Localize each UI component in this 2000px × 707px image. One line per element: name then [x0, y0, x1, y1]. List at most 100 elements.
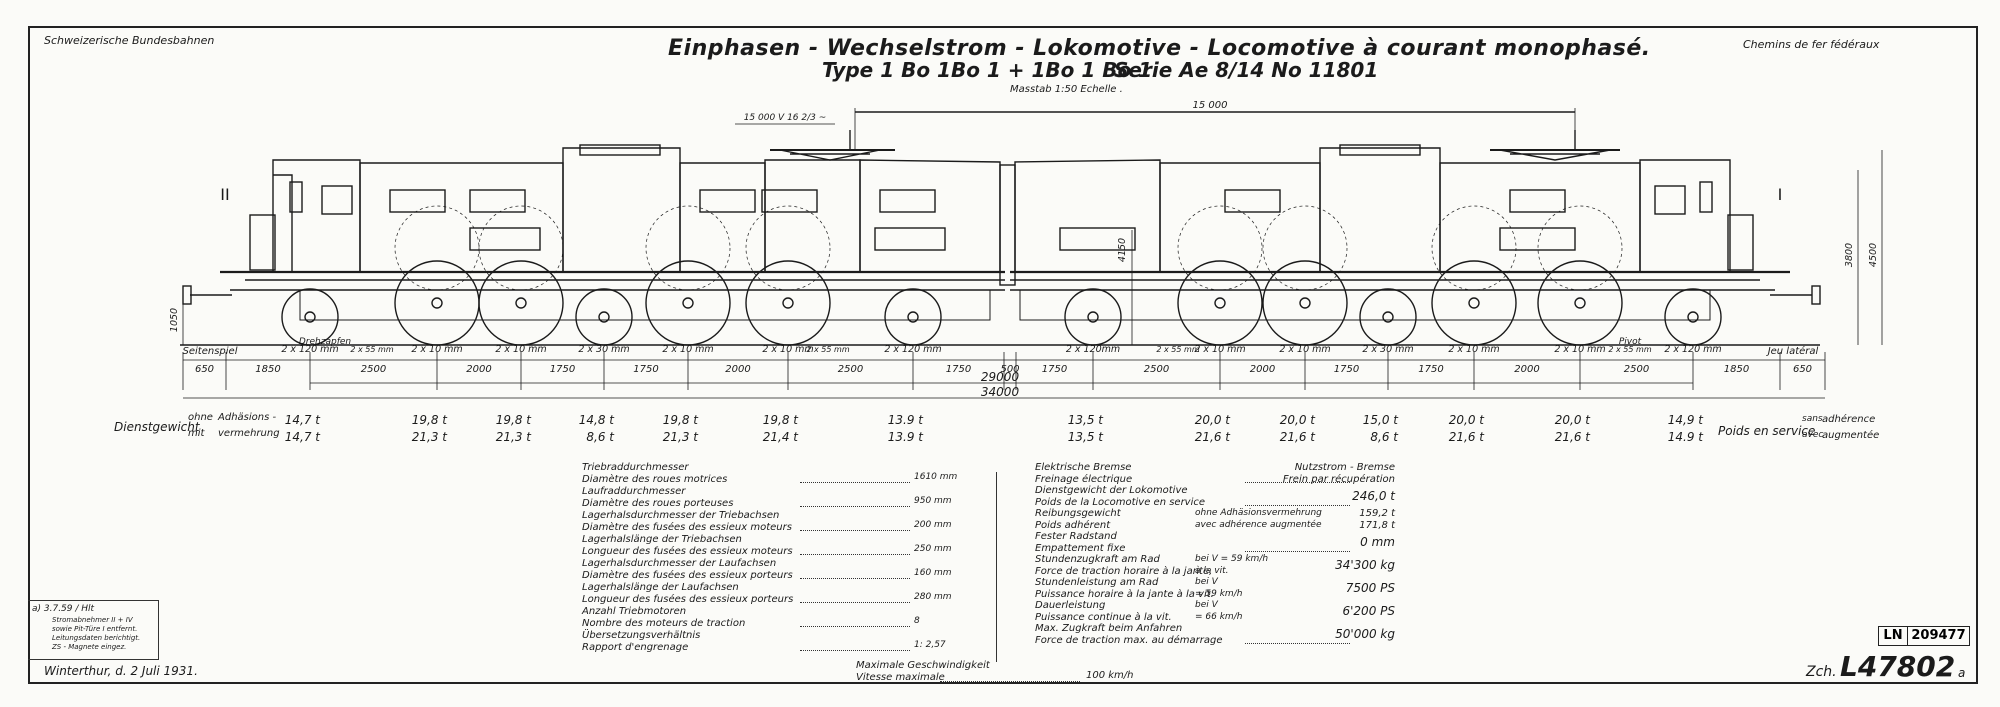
revision-date: a) 3.7.59 / Hlt [32, 604, 95, 614]
weight-with: 21,6 t [1194, 430, 1230, 444]
axle-play-label: 2 x 10 mm [495, 344, 546, 355]
driving-wheel [1262, 260, 1348, 346]
spec-value: 200 mm [914, 520, 952, 530]
spec-value: 950 mm [914, 496, 952, 506]
spec-value-secondary: Frein par récupération [1282, 473, 1395, 485]
spec-leader [1245, 482, 1350, 483]
spec-condition-de: bei V = 59 km/h [1195, 554, 1269, 564]
speed-label: Maximale Geschwindigkeit Vitesse maximal… [856, 660, 990, 683]
spec-value: 250 mm [914, 544, 952, 554]
weight-without: 19,8 t [662, 413, 698, 427]
weight-with: 14,7 t [284, 430, 320, 444]
ln-number: 209477 [1911, 628, 1966, 643]
carrier-wheel [1664, 288, 1722, 346]
carrier-wheel [1064, 288, 1122, 346]
weight-without: 20,0 t [1554, 413, 1590, 427]
pivot-play-label: 2 x 55 mm [806, 345, 849, 354]
speed-value: 100 km/h [1086, 670, 1134, 681]
pivot-play-label: 2 x 55 mm [350, 345, 393, 354]
axle-spacing: 1750 [946, 364, 971, 375]
axle-play-label: 2 x 120 mm [281, 344, 338, 355]
spec-condition-fr: avec adhérence augmentée [1195, 519, 1322, 530]
axle-spacing: 1750 [1334, 364, 1359, 375]
weight-without: 14,7 t [284, 413, 320, 427]
spec-condition-fr: = 66 km/h [1195, 611, 1243, 622]
wheel-hub [1382, 311, 1394, 323]
weight-without: 13,5 t [1067, 413, 1103, 427]
jeu-lateral-label: Jeu latéral [1766, 345, 1819, 357]
weight-without: 14,8 t [578, 413, 614, 427]
spec-label-de: Anzahl Triebmotoren [582, 606, 687, 617]
dimension-29000: 29000 [981, 370, 1020, 384]
end-mark-II: II [220, 185, 229, 204]
weight-without: 19,8 t [495, 413, 531, 427]
driving-wheel [1431, 260, 1517, 346]
zch-label: Zch. [1806, 664, 1837, 680]
spec-label-fr: Longueur des fusées des essieux moteurs [582, 545, 793, 557]
wheel-hub [1299, 297, 1311, 309]
weight-with: 14.9 t [1667, 430, 1703, 444]
spec-value: 34'300 kg [1275, 558, 1395, 572]
pantograph-left [770, 130, 895, 161]
axle-play-label: 2 x 10 mm [1279, 344, 1330, 355]
spec-leader [800, 530, 910, 531]
wheel-hub [1214, 297, 1226, 309]
spec-label-de: Max. Zugkraft beim Anfahren [1035, 623, 1183, 634]
axle-play-label: 2 x 120 mm [1664, 344, 1721, 355]
spec-label-de: Stundenzugkraft am Rad [1035, 554, 1160, 565]
axle-spacing: 2500 [361, 364, 386, 375]
spec-label-fr: Poids adhérent [1035, 519, 1111, 531]
pivot-label: Pivot [1619, 337, 1642, 347]
spec-leader [1245, 551, 1350, 552]
axle-spacing: 1850 [255, 364, 280, 375]
weights-adh-2: vermehrung [218, 428, 280, 439]
revision-line-2: sowie Pit-Türe I entfernt. [52, 625, 138, 633]
weight-with: 21,6 t [1448, 430, 1484, 444]
end-mark-I: I [1778, 185, 1783, 204]
motor-outline [1177, 205, 1263, 291]
revision-box: a) 3.7.59 / Hlt Stromabnehmer II + IV so… [28, 600, 159, 660]
ln-box: LN 209477 [1878, 626, 1970, 646]
driving-wheel [394, 260, 480, 346]
ln-label: LN [1879, 627, 1908, 645]
driving-wheel [1177, 260, 1263, 346]
spec-leader [800, 578, 910, 579]
weight-with: 21,3 t [662, 430, 698, 444]
spec-label-fr: Diamètre des fusées des essieux moteurs [582, 521, 792, 533]
spec-label-fr: Poids de la Locomotive en service [1035, 496, 1206, 508]
spec-label-de: Lagerhalslänge der Triebachsen [582, 534, 742, 545]
speed-label-fr: Vitesse maximale [856, 671, 945, 683]
spec-label-de: Dienstgewicht der Lokomotive [1035, 485, 1188, 496]
spec-value: 1610 mm [914, 472, 958, 482]
axle-spacing: 1750 [1418, 364, 1443, 375]
axle-play-label: 2 x 10 mm [662, 344, 713, 355]
weight-without: 20,0 t [1279, 413, 1315, 427]
spec-value: 6'200 PS [1275, 605, 1395, 618]
height-3800: 3800 [1844, 243, 1855, 267]
wheel-hub [907, 311, 919, 323]
series-line: Serie Ae 8/14 No 11801 [1114, 58, 1379, 82]
weight-without: 13.9 t [887, 413, 923, 427]
pivot-play-label: 2 x 55 mm [1608, 345, 1651, 354]
axle-play-label: 2 x 10 mm [1554, 344, 1605, 355]
axle-spacing: 2500 [838, 364, 863, 375]
weights-label-fr: Poids en service [1718, 424, 1816, 438]
spec-value: 280 mm [914, 592, 952, 602]
carrier-wheel [575, 288, 633, 346]
axle-weight: 14,7 t 14,7 t [284, 412, 320, 446]
weight-without: 19,8 t [411, 413, 447, 427]
wheel-hub [682, 297, 694, 309]
spec-value-main: 34'300 kg [1335, 558, 1395, 572]
spec-label-fr: Empattement fixe [1035, 542, 1126, 554]
spec-label-de: Triebraddurchmesser [582, 462, 689, 473]
motor-outline [394, 205, 480, 291]
spec-label-fr: Force de traction horaire à la jante, [1035, 565, 1213, 577]
